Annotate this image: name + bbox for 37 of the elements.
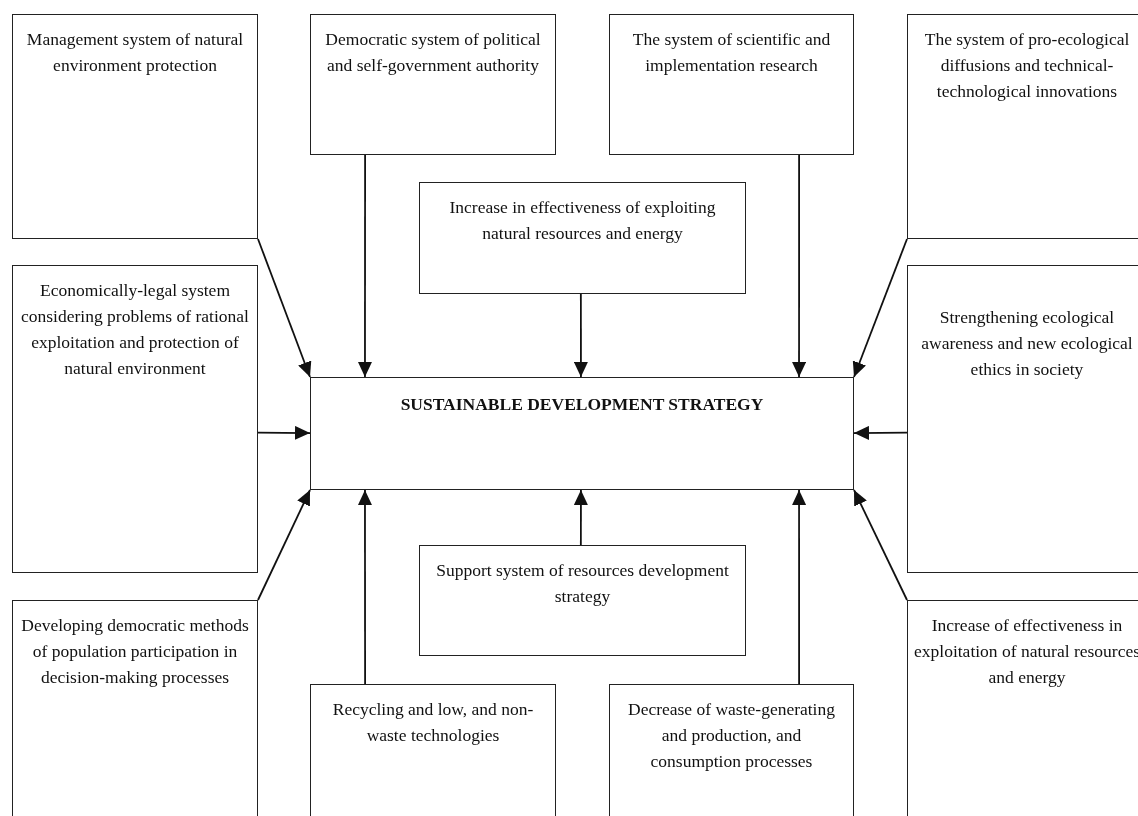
factor-box [609,14,854,155]
factor-box [907,14,1138,239]
box-text: The system of scientific and implementation research [631,28,832,77]
arrow [792,154,807,378]
box-text: Democratic system of political and self-government authority [324,28,542,77]
arrow [357,154,372,378]
box-text: Economically-legal system considering problems of rational exploitation and protection of natural environment [20,279,250,380]
arrow [257,238,312,378]
arrow [573,489,588,546]
factor-box [12,265,258,573]
factor-box [12,14,258,239]
factor-box [419,545,746,656]
box-text: The system of pro-ecological diffusions and technical-technological innovations [923,28,1131,103]
arrow [257,425,311,440]
box-text: Strengthening ecological awareness and new ecological ethics in society [920,306,1134,381]
arrow [852,238,908,378]
box-text: Developing democratic methods of population participation in decision-making processes [20,614,250,689]
box-text: Increase in effectiveness of exploiting natural resources and energy [448,196,717,245]
strategy-title: SUSTAINABLE DEVELOPMENT STRATEGY [400,393,764,416]
arrow [573,293,588,378]
box-text: Recycling and low, and non-waste technologies [331,698,535,747]
strategy-box [310,377,854,490]
factor-box [609,684,854,816]
factor-box [907,265,1138,573]
arrow [792,489,807,685]
factor-box [419,182,746,294]
box-text: Management system of natural environment protection [25,28,245,77]
factor-box [907,600,1138,816]
box-text: Support system of resources development strategy [435,559,730,608]
arrow [357,489,372,685]
box-text: Decrease of waste-generating and production, and consumption processes [627,698,836,773]
arrow [853,425,908,440]
arrow [257,489,311,601]
factor-box [310,684,556,816]
factor-box [310,14,556,155]
arrow [853,489,908,601]
factor-box [12,600,258,816]
